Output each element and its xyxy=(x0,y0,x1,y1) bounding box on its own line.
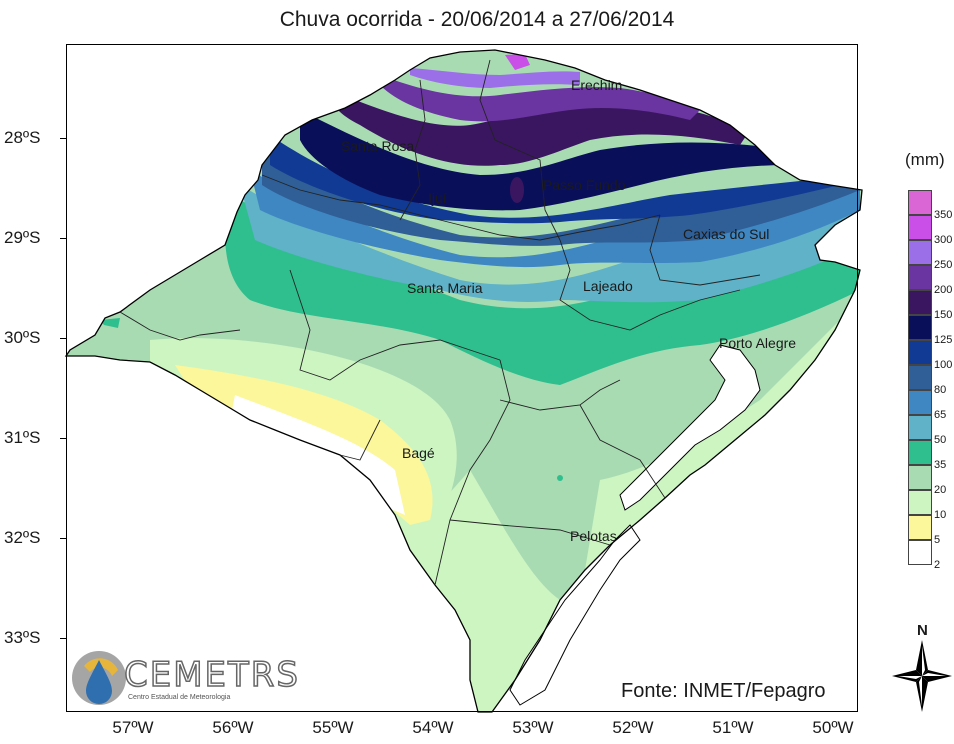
legend-value-label: 50 xyxy=(934,434,947,446)
lat-label: 32ºS xyxy=(4,528,41,547)
legend-swatch xyxy=(908,240,932,265)
legend-value-label: 250 xyxy=(934,259,953,271)
lat-label: 31ºS xyxy=(4,428,41,447)
legend-swatch xyxy=(908,390,932,415)
lat-label: 29ºS xyxy=(4,228,41,247)
legend-value-label: 300 xyxy=(934,234,953,246)
legend-swatch xyxy=(908,265,932,290)
legend-value-label: 125 xyxy=(934,334,953,346)
legend-value-label: 100 xyxy=(934,359,953,371)
legend-value-label: 35 xyxy=(934,459,947,471)
legend-swatch xyxy=(908,440,932,465)
legend-swatch xyxy=(908,290,932,315)
tick-33s xyxy=(60,638,66,639)
lon-label: 52ºW xyxy=(612,718,654,737)
tick-30s xyxy=(60,338,66,339)
lon-label: 55ºW xyxy=(312,718,354,737)
city-label-porto-alegre: Porto Alegre xyxy=(719,335,797,351)
legend-value-label: 80 xyxy=(934,384,947,396)
lon-label: 54ºW xyxy=(412,718,454,737)
map-title: Chuva ocorrida - 20/06/2014 a 27/06/2014 xyxy=(279,8,675,31)
lon-label: 57ºW xyxy=(112,718,154,737)
legend-value-label: 2 xyxy=(934,559,941,571)
lon-label: 53ºW xyxy=(512,718,554,737)
legend-swatch xyxy=(908,465,932,490)
north-label: N xyxy=(917,622,928,639)
data-source-label: Fonte: INMET/Fepagro xyxy=(621,680,826,702)
legend-swatch xyxy=(908,315,932,340)
lat-label: 28ºS xyxy=(4,128,41,147)
legend-value-label: 5 xyxy=(934,534,941,546)
city-label-lajeado: Lajeado xyxy=(583,278,633,294)
logo-wordmark: CEMETRS xyxy=(123,654,301,696)
city-label-pelotas: Pelotas xyxy=(570,528,617,544)
legend-value-label: 350 xyxy=(934,209,953,221)
tick-28s xyxy=(60,138,66,139)
legend-value-label: 65 xyxy=(934,409,947,421)
legend-value-label: 20 xyxy=(934,484,947,496)
city-label-santa-rosa: Santa Rosa xyxy=(341,138,415,154)
city-label-ijui: Ijuí xyxy=(428,190,447,206)
map-frame xyxy=(66,44,858,712)
tick-29s xyxy=(60,238,66,239)
legend-swatch xyxy=(908,540,932,565)
legend-value-label: 150 xyxy=(934,309,953,321)
tick-31s xyxy=(60,438,66,439)
legend-unit-label: (mm) xyxy=(905,150,945,169)
legend-value-label: 200 xyxy=(934,284,953,296)
legend-swatch xyxy=(908,340,932,365)
tick-32s xyxy=(60,538,66,539)
city-label-passo-fundo: Passo Fundo xyxy=(543,177,626,193)
legend-swatch xyxy=(908,415,932,440)
legend-swatch xyxy=(908,190,932,215)
city-label-santa-maria: Santa Maria xyxy=(407,280,483,296)
lon-label: 56ºW xyxy=(212,718,254,737)
city-label-erechim: Erechim xyxy=(571,77,623,93)
legend-swatch xyxy=(908,365,932,390)
city-label-caxias: Caxias do Sul xyxy=(683,226,770,242)
lon-label: 51ºW xyxy=(712,718,754,737)
city-label-bage: Bagé xyxy=(402,445,435,461)
legend-swatch xyxy=(908,490,932,515)
logo-subtitle: Centro Estadual de Meteorologia xyxy=(128,694,231,701)
legend-swatch xyxy=(908,215,932,240)
legend-swatch xyxy=(908,515,932,540)
lat-label: 33ºS xyxy=(4,628,41,647)
lon-label: 50ºW xyxy=(812,718,854,737)
lat-label: 30ºS xyxy=(4,328,41,347)
legend-value-label: 10 xyxy=(934,509,947,521)
